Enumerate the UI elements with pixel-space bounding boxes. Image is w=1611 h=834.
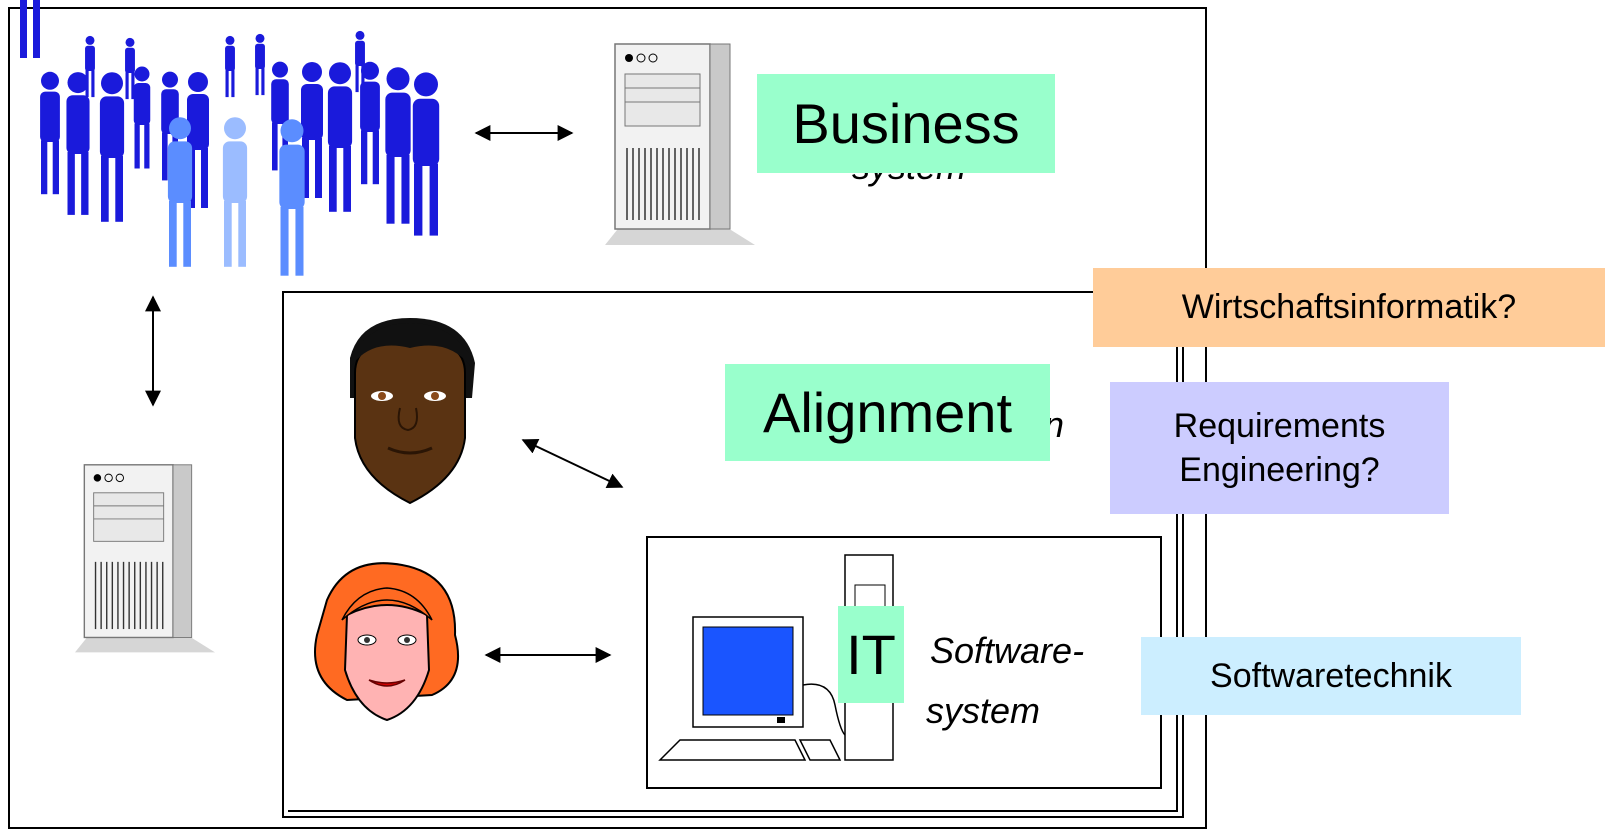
man-face-icon bbox=[350, 318, 475, 505]
it-label: IT bbox=[838, 606, 904, 703]
business-label: Business bbox=[757, 74, 1055, 173]
requirements-line1: Requirements bbox=[1173, 407, 1386, 445]
woman-face-icon bbox=[314, 562, 460, 722]
requirements-line2: Engineering? bbox=[1179, 451, 1380, 489]
information-system-frame bbox=[282, 291, 1184, 818]
server-tower-icon bbox=[605, 43, 755, 245]
wirtschaftsinformatik-label: Wirtschaftsinformatik? bbox=[1093, 268, 1605, 347]
software-system-label-line2: system bbox=[926, 690, 1041, 731]
softwaretechnik-label: Softwaretechnik bbox=[1141, 637, 1521, 715]
crowd-icon bbox=[20, 0, 440, 276]
server-tower-icon bbox=[75, 464, 215, 653]
software-system-label-line1: Software- bbox=[930, 630, 1085, 671]
requirements-engineering-label: Requirements Engineering? bbox=[1110, 382, 1449, 514]
alignment-label: Alignment bbox=[725, 364, 1050, 461]
